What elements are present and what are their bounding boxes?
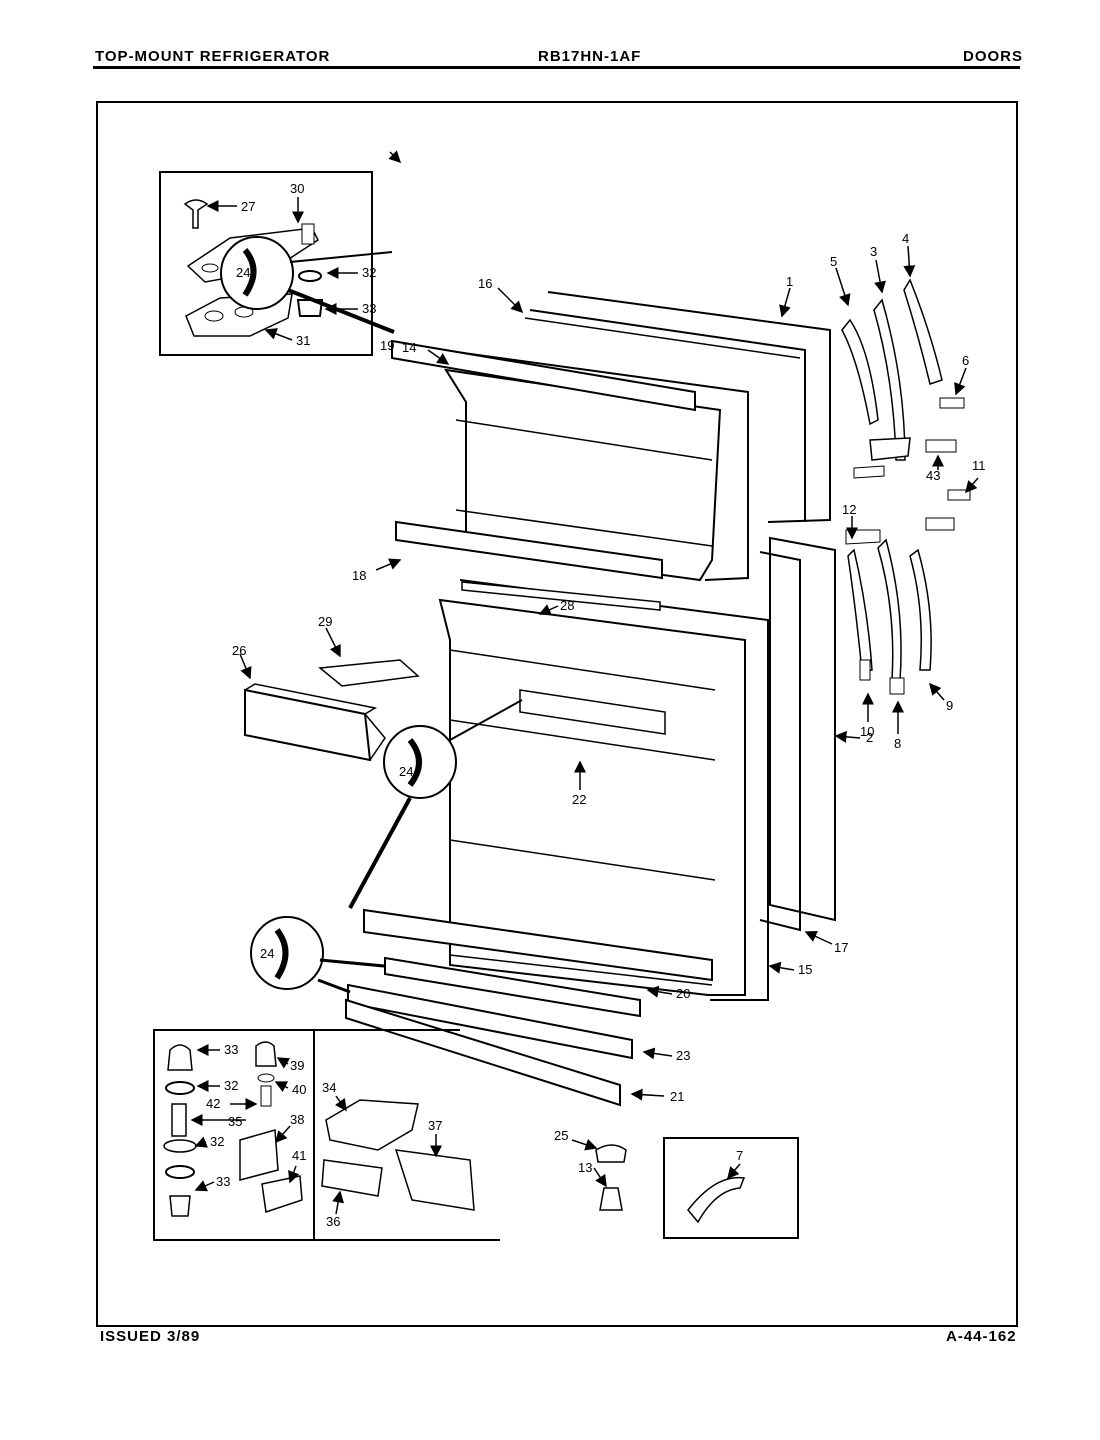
callout-35: 35 <box>228 1114 242 1129</box>
callout-13: 13 <box>578 1160 592 1175</box>
callout-24-middle: 24 <box>399 764 413 779</box>
diagram-frame <box>96 101 1018 1327</box>
callout-7: 7 <box>736 1148 743 1163</box>
callout-24-bottom: 24 <box>260 946 274 961</box>
callout-20: 20 <box>676 986 690 1001</box>
callout-39: 39 <box>290 1058 304 1073</box>
callout-37: 37 <box>428 1118 442 1133</box>
callout-28: 28 <box>560 598 574 613</box>
callout-29: 29 <box>318 614 332 629</box>
callout-15: 15 <box>798 962 812 977</box>
callout-34: 34 <box>322 1080 336 1095</box>
header-title: TOP-MOUNT REFRIGERATOR <box>95 48 331 65</box>
callout-26: 26 <box>232 643 246 658</box>
callout-1: 1 <box>786 274 793 289</box>
callout-12: 12 <box>842 502 856 517</box>
callout-8: 8 <box>894 736 901 751</box>
fresh-food-door <box>345 536 836 1107</box>
callout-3: 3 <box>870 244 877 259</box>
callout-42: 42 <box>206 1096 220 1111</box>
freezer-door <box>391 291 831 582</box>
footer-figure-number: A-44-162 <box>946 1328 1017 1345</box>
footer-issued: ISSUED 3/89 <box>100 1328 201 1345</box>
header-rule <box>93 66 1020 69</box>
door-stop-parts <box>841 278 971 695</box>
callout-32-lower: 32 <box>210 1134 224 1149</box>
callout-5: 5 <box>830 254 837 269</box>
callout-10: 10 <box>860 724 874 739</box>
magnified-detail-24 <box>220 236 523 994</box>
bin-parts <box>244 659 420 762</box>
callout-19: 19 <box>380 338 394 353</box>
callout-33-lower: 33 <box>216 1174 230 1189</box>
callout-14: 14 <box>402 340 416 355</box>
callout-30: 30 <box>290 181 304 196</box>
leader-arrows <box>190 150 979 1215</box>
callout-16: 16 <box>478 276 492 291</box>
callout-11: 11 <box>972 458 986 473</box>
callout-2: 2 <box>866 730 873 745</box>
callout-27: 27 <box>241 199 255 214</box>
callout-36: 36 <box>326 1214 340 1229</box>
callout-32-upper: 32 <box>224 1078 238 1093</box>
callout-9: 9 <box>946 698 953 713</box>
callout-41: 41 <box>292 1148 306 1163</box>
callout-18: 18 <box>352 568 366 583</box>
callout-labels: 27 30 32 33 31 16 14 1 5 3 4 6 43 11 12 … <box>206 181 986 1229</box>
callout-24-top: 24 <box>236 265 250 280</box>
callout-38: 38 <box>290 1112 304 1127</box>
callout-23: 23 <box>676 1048 690 1063</box>
callout-6: 6 <box>962 353 969 368</box>
callout-43: 43 <box>926 468 940 483</box>
callout-40: 40 <box>292 1082 306 1097</box>
callout-31: 31 <box>296 333 310 348</box>
callout-4: 4 <box>902 231 909 246</box>
callout-33: 33 <box>362 301 376 316</box>
header-model-number: RB17HN-1AF <box>538 48 642 65</box>
callout-25: 25 <box>554 1128 568 1143</box>
header-section: DOORS <box>963 48 1024 65</box>
bottom-hinge-inset <box>153 1029 799 1241</box>
callout-21: 21 <box>670 1089 684 1104</box>
callout-22: 22 <box>572 792 586 807</box>
callout-33-upper: 33 <box>224 1042 238 1057</box>
callout-17: 17 <box>834 940 848 955</box>
callout-32: 32 <box>362 265 376 280</box>
